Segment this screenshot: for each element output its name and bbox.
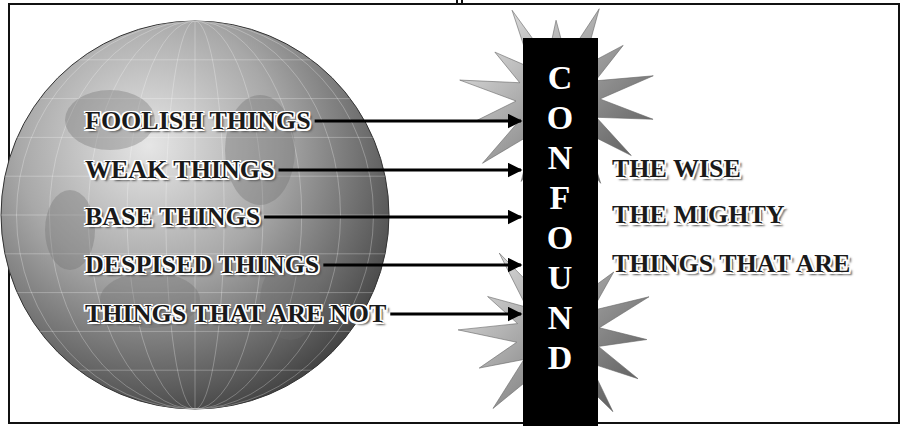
source-label: BASE THINGS	[85, 202, 260, 232]
vertical-word: CONFOUND	[543, 58, 577, 378]
globe	[1, 21, 389, 409]
confound-bar	[523, 38, 598, 426]
confound-column: CONFOUND	[543, 58, 577, 378]
arrow-connector	[315, 120, 521, 123]
parallel	[1, 137, 389, 138]
label-text: BASE THINGS	[85, 202, 260, 232]
label-text: DESPISED THINGS	[85, 250, 319, 280]
label-text: FOOLISH THINGS	[85, 106, 311, 136]
target-label: THE MIGHTY	[612, 200, 785, 230]
parallel	[1, 59, 389, 60]
arrow-connector	[279, 169, 521, 172]
source-label: FOOLISH THINGS	[85, 106, 311, 136]
arrow-connector	[323, 264, 521, 267]
target-label: THE WISE	[612, 154, 741, 184]
globe-grid	[1, 21, 389, 409]
target-label: THINGS THAT ARE	[612, 249, 850, 279]
label-text: THINGS THAT ARE NOT	[85, 299, 386, 329]
source-label: WEAK THINGS	[85, 155, 275, 185]
parallel	[1, 370, 389, 371]
frame-tick	[456, 0, 458, 5]
arrow-connector	[390, 313, 521, 316]
parallel	[1, 331, 389, 332]
frame-tick	[461, 0, 463, 5]
arrow-connector	[264, 216, 521, 219]
parallel	[1, 98, 389, 99]
label-text: WEAK THINGS	[85, 155, 275, 185]
source-label: DESPISED THINGS	[85, 250, 319, 280]
source-label: THINGS THAT ARE NOT	[85, 299, 386, 329]
